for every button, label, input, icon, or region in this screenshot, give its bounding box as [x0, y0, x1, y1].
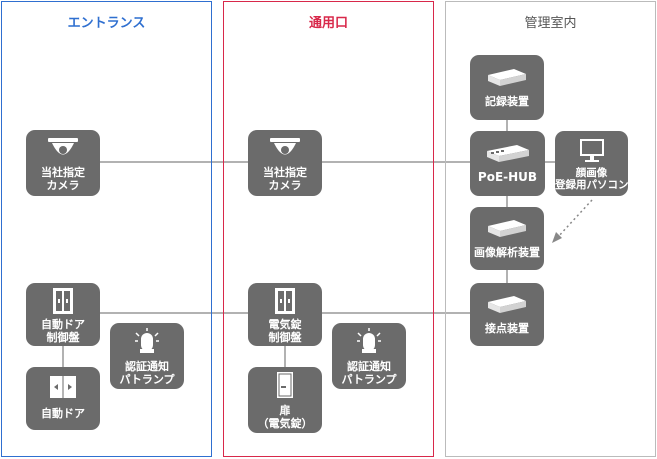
patrol-lamp-node-service[interactable]: 認証通知 パトランプ	[332, 323, 406, 389]
device-box-icon	[488, 296, 526, 313]
contact-device-node[interactable]: 接点装置	[470, 283, 544, 346]
dome-camera-icon	[48, 138, 78, 155]
face-registration-pc-node[interactable]: 顔画像 登録用パソコン	[555, 131, 629, 196]
dome-camera-icon	[270, 138, 300, 155]
camera-node-entrance[interactable]: 当社指定 カメラ	[26, 130, 100, 196]
camera-label-line1: 当社指定	[263, 166, 307, 179]
auto-door-label: 自動ドア	[41, 407, 85, 420]
pc-analyzer-dotted-line	[556, 199, 593, 239]
auto-door-panel-label-line2: 制御盤	[46, 331, 80, 344]
poe-hub-node[interactable]: PoE-HUB	[470, 131, 545, 196]
monitor-icon	[579, 139, 604, 162]
recorder-label: 記録装置	[485, 95, 529, 108]
patrol-lamp-icon	[357, 328, 381, 353]
pc-label-line2: 登録用パソコン	[555, 179, 629, 191]
control-panel-icon	[53, 288, 73, 314]
poe-hub-label: PoE-HUB	[477, 170, 538, 184]
electric-lock-panel-label-line2: 制御盤	[268, 331, 302, 344]
patrol-lamp-node-entrance[interactable]: 認証通知 パトランプ	[110, 323, 184, 389]
patrol-lamp-label-line2: パトランプ	[341, 373, 397, 386]
auto-door-node[interactable]: 自動ドア	[26, 367, 100, 430]
patrol-lamp-label-line2: パトランプ	[119, 373, 175, 386]
patrol-lamp-label-line1: 認証通知	[125, 360, 169, 373]
image-analyzer-label: 画像解析装置	[474, 246, 540, 259]
auto-door-panel-label-line1: 自動ドア	[41, 318, 85, 331]
zone-service-entrance: 通用口	[223, 1, 434, 457]
sliding-door-icon	[50, 376, 76, 398]
device-box-icon	[488, 220, 526, 237]
door-label-line2: （電気錠）	[257, 417, 313, 430]
electric-lock-panel-label-line1: 電気錠	[268, 318, 302, 331]
patrol-lamp-label-line1: 認証通知	[347, 360, 391, 373]
door-label-line1: 扉	[279, 404, 291, 417]
camera-label-line2: カメラ	[46, 179, 80, 192]
zone-entrance: エントランス	[1, 1, 212, 457]
device-box-icon	[488, 69, 526, 86]
door-icon	[277, 372, 293, 398]
camera-label-line1: 当社指定	[41, 166, 85, 179]
pc-label-line1: 顔画像	[575, 167, 608, 179]
camera-node-service[interactable]: 当社指定 カメラ	[248, 130, 322, 196]
zone-service-entrance-title: 通用口	[308, 16, 348, 31]
recorder-node[interactable]: 記録装置	[470, 55, 544, 120]
zone-office: 管理室内	[445, 1, 656, 457]
camera-label-line2: カメラ	[268, 179, 302, 192]
zone-entrance-title: エントランス	[67, 16, 146, 31]
door-node[interactable]: 扉 （電気錠）	[248, 367, 322, 433]
patrol-lamp-icon	[135, 328, 159, 353]
electric-lock-control-panel-node[interactable]: 電気錠 制御盤	[248, 283, 322, 346]
network-hub-icon	[486, 145, 529, 162]
auto-door-control-panel-node[interactable]: 自動ドア 制御盤	[26, 283, 100, 346]
image-analyzer-node[interactable]: 画像解析装置	[470, 207, 544, 270]
dotted-arrow-head	[552, 232, 562, 243]
contact-device-label: 接点装置	[485, 322, 529, 335]
control-panel-icon	[275, 288, 295, 314]
zone-office-title: 管理室内	[524, 16, 577, 31]
